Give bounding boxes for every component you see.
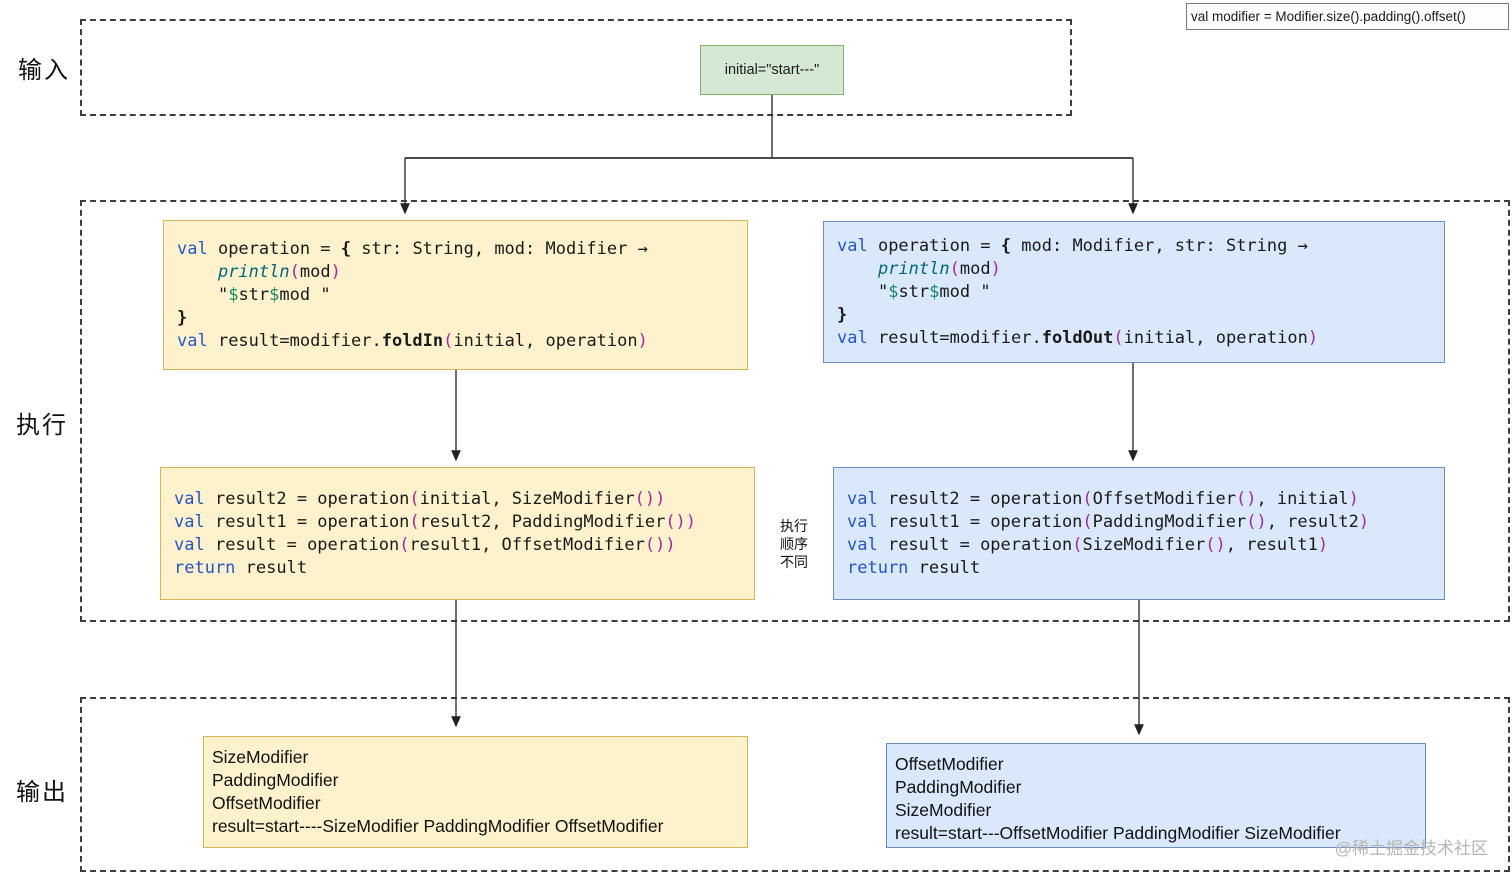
- code-line: val result=modifier.foldIn(initial, oper…: [177, 330, 648, 351]
- modifier-chain-annotation: val modifier = Modifier.size().padding()…: [1186, 3, 1509, 30]
- foldin-output-box: SizeModifier PaddingModifier OffsetModif…: [203, 736, 748, 848]
- exec-note-line: 顺序: [780, 536, 808, 552]
- code-line: return result: [174, 557, 308, 578]
- code-line: val operation = { str: String, mod: Modi…: [177, 238, 648, 259]
- foldout-operation-code-box: val operation = { mod: Modifier, str: St…: [823, 221, 1445, 363]
- code-line: }: [177, 307, 188, 328]
- output-line: result=start----SizeModifier PaddingModi…: [212, 816, 664, 836]
- input-section-frame: [80, 19, 1072, 116]
- foldout-expansion-code-box: val result2 = operation(OffsetModifier()…: [833, 467, 1445, 600]
- exec-section-frame: [80, 200, 1510, 622]
- code-line: "$str$mod ": [837, 281, 991, 302]
- code-line: val result=modifier.foldOut(initial, ope…: [837, 327, 1319, 348]
- output-line: OffsetModifier: [212, 793, 321, 813]
- output-line: OffsetModifier: [895, 754, 1004, 774]
- code-line: println(mod): [877, 258, 1001, 279]
- code-line: println(mod): [217, 261, 341, 282]
- foldout-output-box: OffsetModifier PaddingModifier SizeModif…: [886, 743, 1426, 848]
- output-line: PaddingModifier: [212, 770, 339, 790]
- code-line: return result: [847, 557, 981, 578]
- code-line: }: [837, 304, 848, 325]
- output-line: result=start---OffsetModifier PaddingMod…: [895, 823, 1341, 843]
- juejin-watermark: @稀土掘金技术社区: [1334, 839, 1488, 858]
- exec-note-line: 不同: [780, 554, 808, 570]
- code-line: val result2 = operation(OffsetModifier()…: [847, 488, 1359, 509]
- code-line: val result2 = operation(initial, SizeMod…: [174, 488, 666, 509]
- foldin-expansion-code-box: val result2 = operation(initial, SizeMod…: [160, 467, 755, 600]
- output-section-label: 输出: [16, 779, 68, 806]
- foldin-operation-code-box: val operation = { str: String, mod: Modi…: [163, 220, 748, 370]
- output-line: PaddingModifier: [895, 777, 1022, 797]
- output-line: SizeModifier: [212, 747, 309, 767]
- exec-section-label: 执行: [16, 412, 68, 439]
- code-line: val result = operation(SizeModifier(), r…: [847, 534, 1329, 555]
- output-line: SizeModifier: [895, 800, 992, 820]
- code-line: val result1 = operation(result2, Padding…: [174, 511, 697, 532]
- input-section-label: 输入: [18, 57, 70, 84]
- code-line: "$str$mod ": [177, 284, 331, 305]
- execution-order-note: 执行 顺序 不同: [777, 517, 811, 571]
- exec-note-line: 执行: [780, 518, 808, 534]
- initial-value-node: initial="start---": [700, 45, 844, 95]
- output-section-frame: [80, 697, 1510, 872]
- code-line: val operation = { mod: Modifier, str: St…: [837, 235, 1308, 256]
- code-line: val result = operation(result1, OffsetMo…: [174, 534, 676, 555]
- code-line: val result1 = operation(PaddingModifier(…: [847, 511, 1370, 532]
